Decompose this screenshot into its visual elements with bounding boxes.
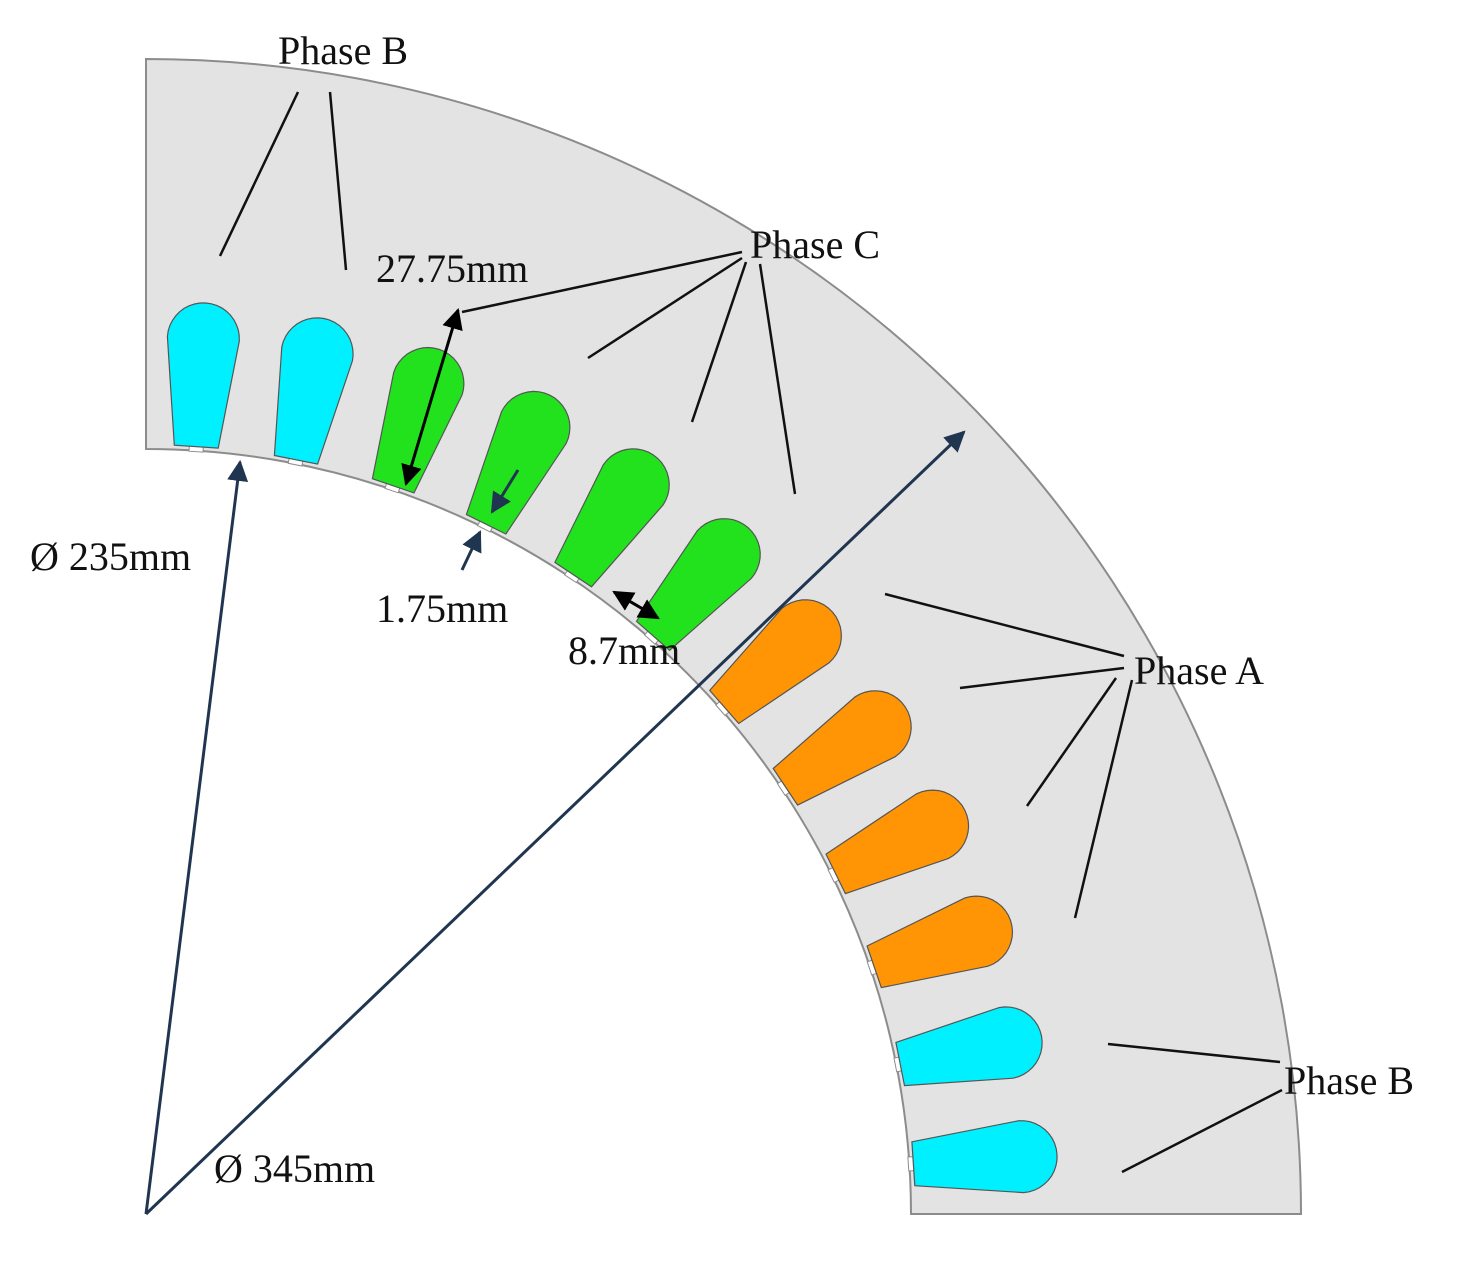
slot-phase-c-5 xyxy=(554,448,670,588)
leader-phase-b-top-2 xyxy=(328,91,348,271)
slot-phase-a-7 xyxy=(708,599,842,725)
text-labels: Phase B Phase C Phase A Phase B 27.75mm … xyxy=(30,28,1414,1191)
leader-phase-a-4 xyxy=(1073,679,1134,919)
dimension-marks xyxy=(144,307,966,1216)
slot-phase-a-8 xyxy=(772,690,912,806)
inner-radius-arrow xyxy=(144,459,249,1215)
leader-phase-b-bottom-1 xyxy=(1107,1042,1281,1064)
leader-phase-a-1 xyxy=(884,592,1125,658)
leader-phase-c-4 xyxy=(758,263,797,495)
leader-phase-b-top-1 xyxy=(218,91,300,257)
outer-radius-arrow xyxy=(144,430,966,1216)
label-slot-width: 8.7mm xyxy=(568,628,680,673)
label-slot-opening: 1.75mm xyxy=(376,586,508,631)
dim-slot-depth-arrow xyxy=(401,307,463,487)
slot-phase-a-9 xyxy=(825,789,970,895)
dim-slot-width-arrow xyxy=(612,590,660,620)
label-phase-b-bottom: Phase B xyxy=(1284,1058,1414,1103)
label-phase-c: Phase C xyxy=(750,222,880,267)
label-inner-diameter: Ø 235mm xyxy=(30,534,191,579)
slot-phase-b-11 xyxy=(895,1006,1043,1087)
leader-phase-c-2 xyxy=(587,256,743,360)
label-outer-diameter: Ø 345mm xyxy=(214,1146,375,1191)
stator-core xyxy=(145,57,1303,1215)
dim-slot-opening-arrow-1 xyxy=(490,469,520,514)
slot-phase-a-10 xyxy=(866,895,1014,989)
slot-phase-b-1 xyxy=(166,302,240,449)
label-phase-a: Phase A xyxy=(1134,648,1264,693)
leader-phase-c-1 xyxy=(461,250,743,314)
slot-phase-b-12 xyxy=(911,1120,1058,1194)
slot-phase-c-6 xyxy=(635,518,761,652)
leader-lines xyxy=(218,91,1283,1174)
label-phase-b-top: Phase B xyxy=(278,28,408,73)
slot-phase-b-2 xyxy=(273,317,354,465)
label-slot-depth: 27.75mm xyxy=(376,246,528,291)
leader-phase-c-3 xyxy=(690,261,748,423)
leader-phase-a-3 xyxy=(1025,677,1118,807)
leader-phase-b-bottom-2 xyxy=(1121,1088,1283,1174)
dim-slot-opening-arrow-2 xyxy=(460,530,482,571)
leader-phase-a-2 xyxy=(959,666,1125,690)
